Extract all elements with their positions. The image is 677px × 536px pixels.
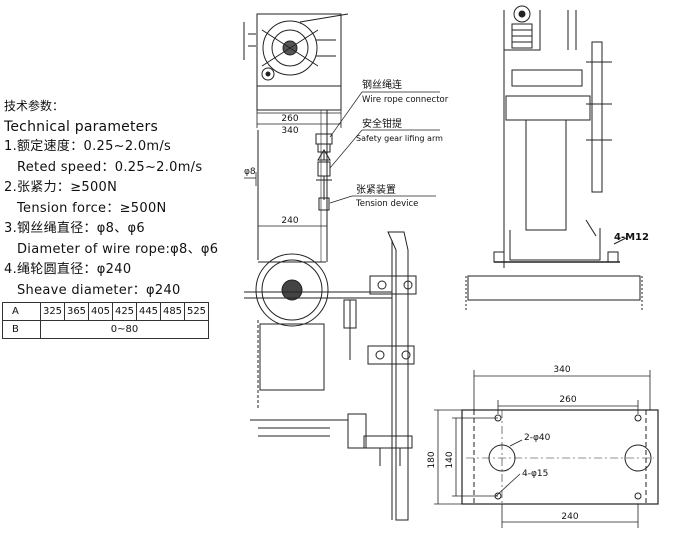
plan-dim-140: 140 [445,451,455,468]
spec-line: 1.额定速度：0.25~2.0m/s [4,139,172,154]
dim-phi8: φ8 [244,167,256,177]
phi8-dimension [244,172,257,186]
spec-line: 3.钢丝绳直径：φ8、φ6 [4,221,145,236]
wire-rope-label-en: Wire rope connector [362,95,449,105]
safety-label-en: Safety gear lifing arm [356,134,443,143]
spec-line: Reted speed：0.25~2.0m/s [17,159,203,175]
wire-rope-connector [315,133,333,160]
safety-label-cn: 安全钳提 [362,117,402,130]
spec-line: 4.绳轮圆直径：φ240 [4,262,132,277]
spec-line: 2.张紧力：≥500N [4,180,118,195]
guide-rail [343,231,417,521]
bolt-label: 4-M12 [614,232,649,243]
spec-line: Sheave diameter：φ240 [17,282,181,298]
wire-rope-label-cn: 钢丝绳连 [362,78,402,91]
spec-line: Diameter of wire rope:φ8、φ6 [17,241,219,257]
mid-240-dimension [257,220,328,232]
plan-dim-340: 340 [553,365,570,375]
dim-340-top: 340 [281,126,298,136]
spec-line: Tension force：≥500N [17,200,167,216]
side-elevation [465,5,643,310]
technical-parameters: 技术参数： Technical parameters 1.额定速度：0.25~2… [4,96,244,301]
spec-title-en: Technical parameters [4,118,158,135]
lower-section-view [250,413,413,466]
leader-lines [329,91,440,204]
governor-unit [243,13,349,111]
plan-dimensions [434,370,651,528]
dim-240-mid: 240 [281,216,298,226]
plan-dim-240: 240 [561,512,578,522]
plan-dim-180: 180 [427,451,437,468]
base-plan-view [461,409,659,505]
plan-dim-2phi40: 2-φ40 [524,433,551,443]
tension-sheave [244,253,392,410]
table-row-a: A 325 365 405 425 445 485 525 [2,302,209,321]
safety-gear-lift-arm [316,149,332,211]
top-dimensions [256,108,342,128]
dim-260-top: 260 [281,114,298,124]
tension-label-en: Tension device [355,199,418,209]
table-row-b: B 0~80 [2,320,209,339]
tension-label-cn: 张紧装置 [356,183,396,196]
spec-title-cn: 技术参数： [4,99,65,113]
row-b-value: 0~80 [40,320,209,339]
wire-ropes [257,110,328,262]
parameter-table: A 325 365 405 425 445 485 525 B 0~80 [2,302,209,339]
plan-dim-260: 260 [559,395,576,405]
plan-dim-4phi15: 4-φ15 [522,469,548,479]
